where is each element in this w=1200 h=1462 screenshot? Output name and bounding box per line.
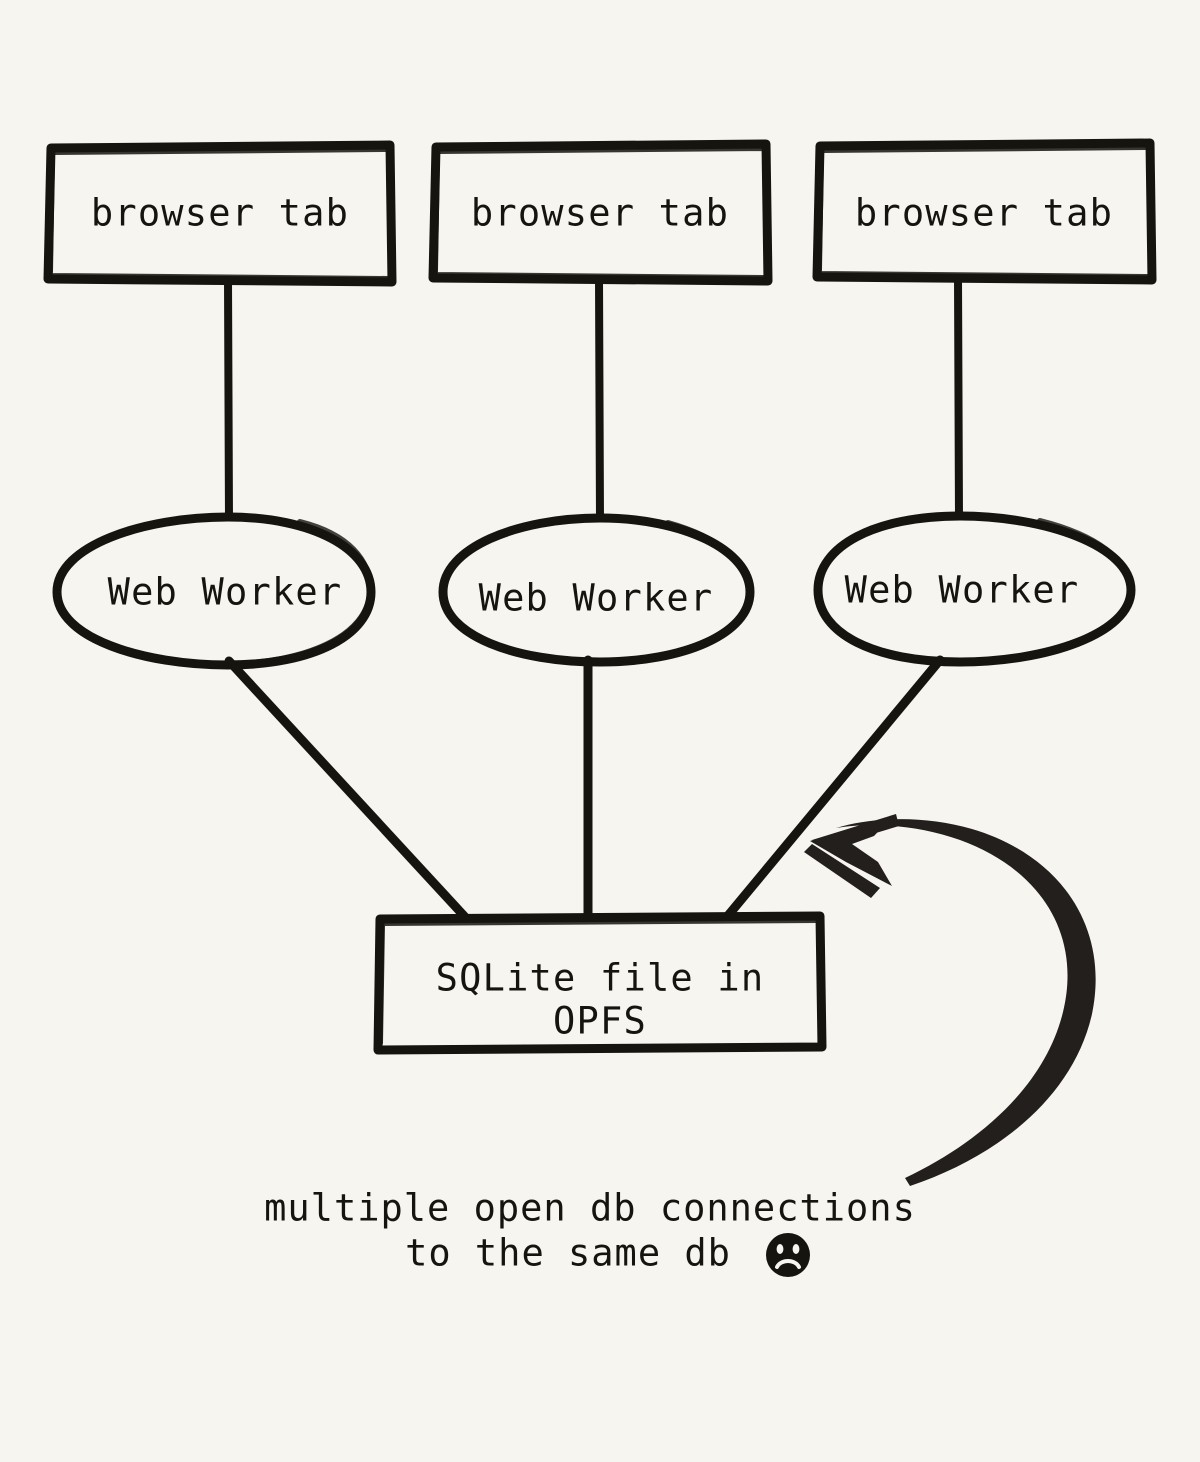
annotation-arrow-head-barb-upper bbox=[812, 814, 899, 848]
sqlite-storage-label-line1: SQLite file in bbox=[436, 957, 765, 1000]
frowning-face-eye-right bbox=[792, 1244, 800, 1254]
annotation-curved-arrow bbox=[804, 814, 1096, 1186]
sqlite-storage-box-overstroke bbox=[377, 917, 825, 1052]
web-worker-node-2[interactable]: Web Worker bbox=[438, 513, 755, 667]
browser-tab-box-3-overstroke bbox=[816, 144, 1155, 280]
browser-tab-label-2: browser tab bbox=[471, 192, 729, 235]
connector-tab1-worker1 bbox=[224, 276, 233, 526]
annotation-caption-line2: to the same db bbox=[405, 1232, 731, 1275]
frowning-face-circle bbox=[766, 1233, 810, 1277]
browser-tab-node-1[interactable]: browser tab bbox=[43, 140, 397, 287]
browser-tab-box-2-overstroke bbox=[432, 145, 771, 281]
frowning-face-mouth bbox=[775, 1259, 801, 1269]
web-worker-label-1: Web Worker bbox=[108, 571, 343, 614]
frowning-face-icon bbox=[766, 1233, 810, 1277]
annotation-caption-line1: multiple open db connections bbox=[264, 1187, 916, 1230]
web-worker-ellipse-1-overstroke bbox=[59, 519, 374, 668]
connector-worker3-storage bbox=[721, 655, 945, 923]
annotation-arrow-body bbox=[836, 819, 1096, 1186]
annotation-caption: multiple open db connections to the same… bbox=[264, 1187, 916, 1275]
annotation-arrow-head-barb-lower bbox=[804, 844, 880, 898]
connector-tab2-worker2 bbox=[595, 275, 604, 525]
web-worker-ellipse-2-overstroke bbox=[447, 520, 753, 665]
sqlite-storage-label-line2: OPFS bbox=[553, 1000, 647, 1043]
connector-worker1-storage bbox=[224, 656, 471, 923]
connector-tab3-worker3 bbox=[954, 274, 963, 524]
sqlite-storage-node[interactable]: SQLite file in OPFS bbox=[373, 911, 827, 1055]
browser-tab-box-1-overstroke bbox=[47, 146, 395, 282]
web-worker-label-3: Web Worker bbox=[845, 569, 1080, 612]
browser-tab-node-3[interactable]: browser tab bbox=[812, 138, 1157, 285]
frowning-face-eye-left bbox=[776, 1244, 784, 1254]
web-worker-label-2: Web Worker bbox=[479, 577, 714, 620]
browser-tab-label-3: browser tab bbox=[855, 192, 1113, 235]
browser-tab-label-1: browser tab bbox=[91, 192, 349, 235]
web-worker-node-1[interactable]: Web Worker bbox=[52, 512, 376, 670]
web-worker-node-3[interactable]: Web Worker bbox=[813, 511, 1136, 667]
browser-tab-node-2[interactable]: browser tab bbox=[428, 139, 773, 286]
web-worker-ellipse-3-overstroke bbox=[821, 518, 1134, 665]
